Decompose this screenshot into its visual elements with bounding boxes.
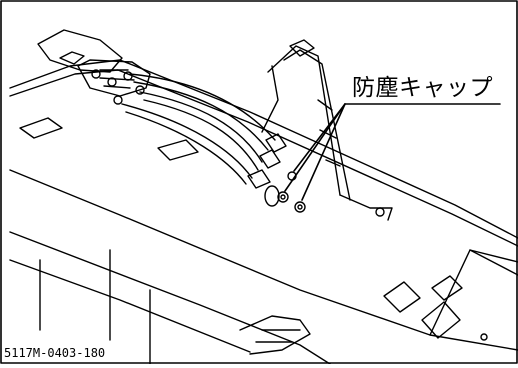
hood-opening-3 [384, 282, 420, 312]
hood-top-edge [10, 60, 518, 238]
dust-cap-2 [295, 202, 305, 212]
dust-cap-1-center [281, 195, 285, 199]
hitch-top-pin [290, 40, 314, 56]
plate-lower-edge [10, 170, 518, 350]
gearbox-detail [60, 52, 84, 64]
right-bolt [481, 334, 487, 340]
fitting-d [136, 86, 144, 94]
coupler-2 [260, 150, 280, 168]
frame-border [1, 1, 517, 363]
hood-opening-1 [20, 118, 62, 138]
skirt-edge [10, 260, 250, 352]
right-plate-fold [470, 250, 518, 275]
hydraulic-hose-3 [122, 104, 252, 178]
fitting-c [124, 72, 132, 80]
valve-block [78, 60, 150, 96]
dust-cap-callout-label: 防塵キャップ [352, 75, 493, 101]
hydraulic-hose-2b [144, 100, 258, 170]
hitch-braces [318, 100, 340, 166]
hood-top-edge-inner [10, 70, 518, 246]
fitting-b [108, 78, 116, 86]
dust-cap-1 [278, 192, 288, 202]
hydraulic-hose-3b [126, 112, 246, 184]
leader-line-3 [294, 104, 345, 171]
skirt-ribs [40, 250, 150, 364]
fitting-e [114, 96, 122, 104]
lower-bracket [240, 316, 310, 354]
dust-cap-ring [265, 186, 279, 206]
lower-bracket-lines [256, 330, 300, 342]
figure-id-label: 5117M-0403-180 [4, 346, 106, 360]
hitch-link [262, 66, 278, 132]
coupler-1 [266, 134, 286, 152]
hydraulic-hose-1 [130, 74, 275, 140]
hood-opening-4 [422, 302, 460, 338]
hood-opening-2 [158, 140, 198, 160]
leader-line-1 [285, 104, 345, 191]
hood-opening-5 [432, 276, 462, 300]
fitting-a [92, 70, 100, 78]
coupler-3 [248, 170, 270, 188]
hydraulic-hose-1b [134, 82, 268, 150]
hitch-pin [376, 208, 384, 216]
hydraulic-hose-2 [140, 92, 262, 162]
gearbox-housing [38, 30, 122, 72]
hitch-mast-left [268, 46, 340, 195]
hitch-lower-arm [340, 195, 392, 220]
hitch-mast-right [284, 50, 350, 200]
leader-line-2 [302, 104, 345, 200]
right-side-plate [430, 250, 518, 335]
dust-cap-2-center [298, 205, 302, 209]
